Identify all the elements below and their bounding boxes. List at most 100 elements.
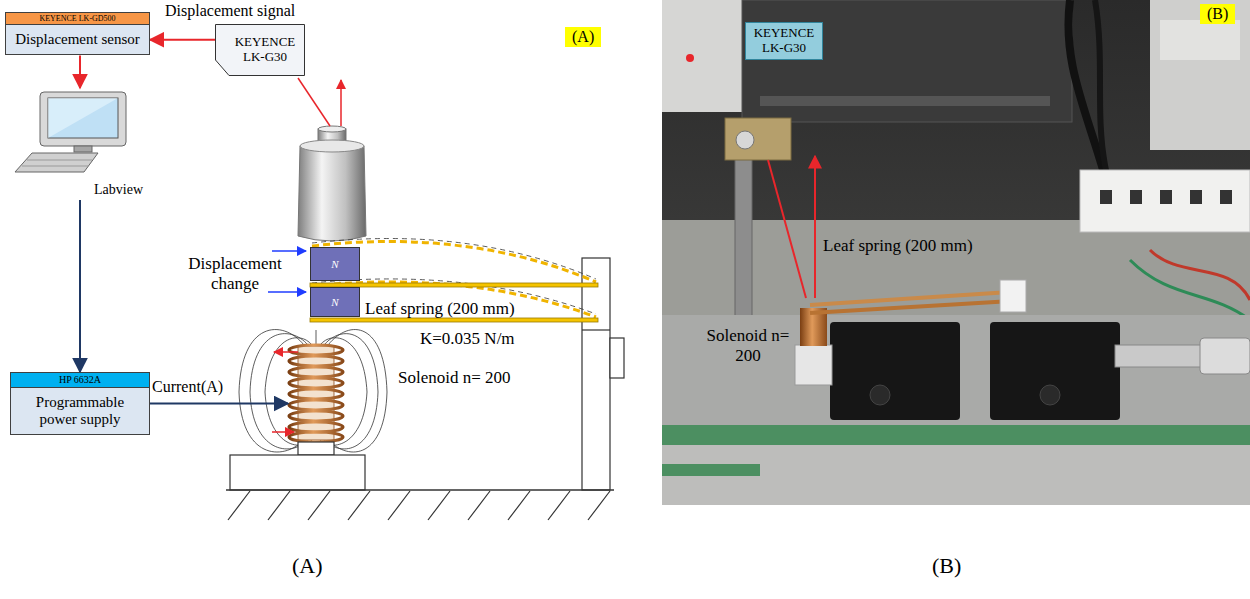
- computer-icon: [15, 92, 126, 172]
- apparatus-photo: [810, 301, 1012, 313]
- ground-hatching: [228, 491, 250, 520]
- model-header: HP 6632A: [11, 373, 149, 388]
- node-text: (B): [1207, 5, 1228, 23]
- ground-hatching: [428, 491, 450, 520]
- spring-clamp-frame: [582, 258, 610, 490]
- apparatus-photo: [1150, 250, 1250, 300]
- apparatus-photo: [1190, 190, 1202, 204]
- current-direction-arrow: [272, 431, 294, 433]
- computer-icon: [48, 98, 118, 138]
- solenoid-base: [298, 442, 334, 455]
- computer-icon: [15, 153, 98, 172]
- computer-icon: [74, 146, 92, 152]
- apparatus-photo: [990, 322, 1120, 420]
- apparatus-photo: [662, 0, 1250, 505]
- apparatus-photo: [662, 0, 742, 112]
- solenoid-coil: [289, 432, 343, 442]
- laser-head-box: KEYENCE LK-G30: [215, 24, 305, 76]
- apparatus-photo: [1220, 190, 1232, 204]
- calibration-weight: [300, 140, 364, 152]
- laser-beam: [814, 156, 816, 298]
- calibration-weight: [318, 126, 346, 132]
- apparatus-photo: [830, 322, 960, 420]
- current-direction-arrow: [272, 352, 298, 432]
- laser-beam: [298, 78, 341, 126]
- solenoid-coil: [289, 356, 343, 366]
- apparatus-photo: [1100, 190, 1112, 204]
- power-supply-box: HP 6632AProgrammable power supply: [10, 372, 150, 435]
- ground-hatching: [588, 491, 610, 520]
- panel-caption: (A): [292, 553, 323, 578]
- apparatus-photo: [1040, 385, 1060, 405]
- ground-hatching: [548, 491, 570, 520]
- computer-node: Labview: [15, 88, 145, 200]
- sensor-head-outline: [216, 25, 305, 76]
- part-label: Solenoid n= 200: [706, 326, 790, 365]
- signal-arrow: [79, 55, 81, 88]
- displacement-arrow: [268, 291, 306, 293]
- laser-beam: [768, 160, 806, 298]
- spring-constant: K=0.035 N/m: [420, 329, 515, 349]
- node-text: Displacement sensor: [6, 25, 149, 54]
- computer-icon: [48, 98, 118, 138]
- leaf-spring: [310, 239, 598, 323]
- calibration-weight: [298, 126, 366, 241]
- solenoid-base: [230, 455, 365, 490]
- apparatus-photo: [742, 0, 1072, 122]
- computer-icon: [22, 160, 92, 166]
- panel-caption: (B): [932, 553, 961, 578]
- solenoid-coil: [289, 367, 343, 377]
- ground-hatching: [348, 491, 370, 520]
- apparatus-photo: [870, 385, 890, 405]
- displacement-arrow: [272, 250, 306, 252]
- signal-arrow: [150, 403, 288, 405]
- node-text: Solenoid n= 200: [398, 368, 511, 388]
- magnetic-field-lines: [316, 330, 317, 345]
- signal-arrow: [79, 200, 81, 372]
- sensor-controller-box: KEYENCE LK-GD500Displacement sensor: [5, 12, 150, 55]
- panel-badge: (A): [565, 27, 601, 47]
- edge-label: Displacement signal: [165, 2, 295, 20]
- apparatus-photo: [1160, 20, 1240, 60]
- apparatus-photo: [686, 54, 694, 62]
- magnet-block: N: [310, 287, 360, 317]
- ground-hatching: [508, 491, 530, 520]
- ground-hatching: [468, 491, 490, 520]
- ground-hatching: [388, 491, 410, 520]
- apparatus-photo: [1130, 260, 1250, 320]
- laser-beam: [340, 80, 342, 126]
- spring-clamp-frame: [582, 258, 624, 490]
- spring-clamp-frame: [610, 338, 624, 378]
- solenoid-coil: [289, 345, 343, 442]
- node-text: (A): [572, 28, 594, 46]
- solenoid-coil: [289, 345, 343, 355]
- apparatus-photo: [795, 345, 832, 385]
- leaf-spring: [310, 318, 598, 322]
- solenoid-coil: [289, 378, 343, 388]
- apparatus-photo: [725, 118, 791, 160]
- node-text: KEYENCE LK-G30: [229, 35, 301, 65]
- apparatus-photo: [662, 445, 1250, 505]
- apparatus-photo: [1000, 280, 1026, 312]
- ground-hatching: [226, 490, 614, 520]
- ground-hatching: [308, 491, 330, 520]
- solenoid-coil: [289, 389, 343, 399]
- apparatus-photo: [1080, 170, 1250, 232]
- magnet-block: N: [310, 247, 360, 281]
- node-text: N: [331, 296, 338, 309]
- magnetic-field-lines: [239, 330, 387, 452]
- apparatus-photo: [662, 315, 1250, 425]
- apparatus-photo: [1200, 338, 1250, 374]
- solenoid-coil: [289, 411, 343, 421]
- node-text: Labview: [94, 182, 145, 200]
- apparatus-photo: [1160, 190, 1172, 204]
- apparatus-photo: [1130, 190, 1142, 204]
- laser-beam: [298, 78, 330, 126]
- annotation-text: Displacement change: [165, 254, 305, 293]
- signal-arrow: [150, 39, 215, 41]
- panel-badge: (B): [1200, 4, 1235, 24]
- ground-hatching: [226, 489, 614, 491]
